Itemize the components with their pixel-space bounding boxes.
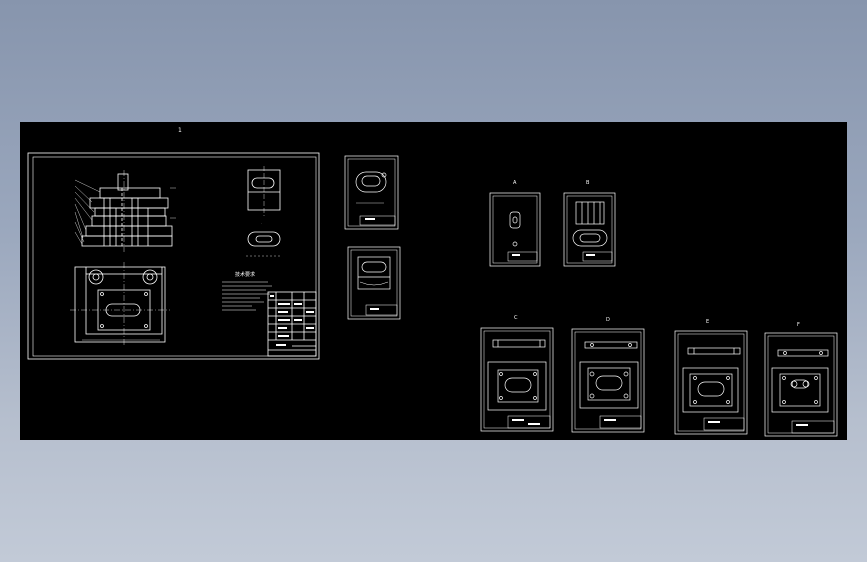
sheet-part-f-label: D xyxy=(606,317,610,323)
sheet-part-d[interactable]: B xyxy=(563,180,616,267)
sheet-part-g[interactable]: E xyxy=(674,319,748,435)
sheet-border-outer xyxy=(27,152,320,360)
sheet-part-c-label: A xyxy=(513,180,517,186)
sheet-part-b[interactable] xyxy=(347,246,401,320)
sheet-part-d-label: B xyxy=(586,180,590,186)
sheet-part-f[interactable]: D xyxy=(571,317,645,433)
assembly-elevation-view xyxy=(74,170,176,252)
sheet-assembly[interactable]: 1 xyxy=(27,127,320,360)
sheet-part-c[interactable]: A xyxy=(489,180,541,267)
sheet-part-e[interactable]: C xyxy=(480,315,554,432)
sheet-assembly-label: 1 xyxy=(178,127,182,134)
assembly-bom-table xyxy=(267,291,317,357)
notes-title: 技术要求 xyxy=(235,271,255,278)
drawing-viewport[interactable]: 1 xyxy=(20,122,847,440)
sheet-part-h-label: F xyxy=(797,322,800,328)
sheet-part-h[interactable]: F xyxy=(764,322,838,437)
sheet-border-inner xyxy=(32,156,317,357)
assembly-part-view: · xyxy=(246,166,282,257)
cad-model-space: 1 xyxy=(27,127,838,437)
sheet-part-a[interactable] xyxy=(344,155,399,230)
assembly-technical-notes: 技术要求 xyxy=(222,271,272,311)
assembly-plan-view xyxy=(70,262,170,347)
sheet-part-e-label: C xyxy=(514,315,518,321)
svg-text:·: · xyxy=(261,221,262,225)
sheet-part-g-label: E xyxy=(706,319,709,325)
